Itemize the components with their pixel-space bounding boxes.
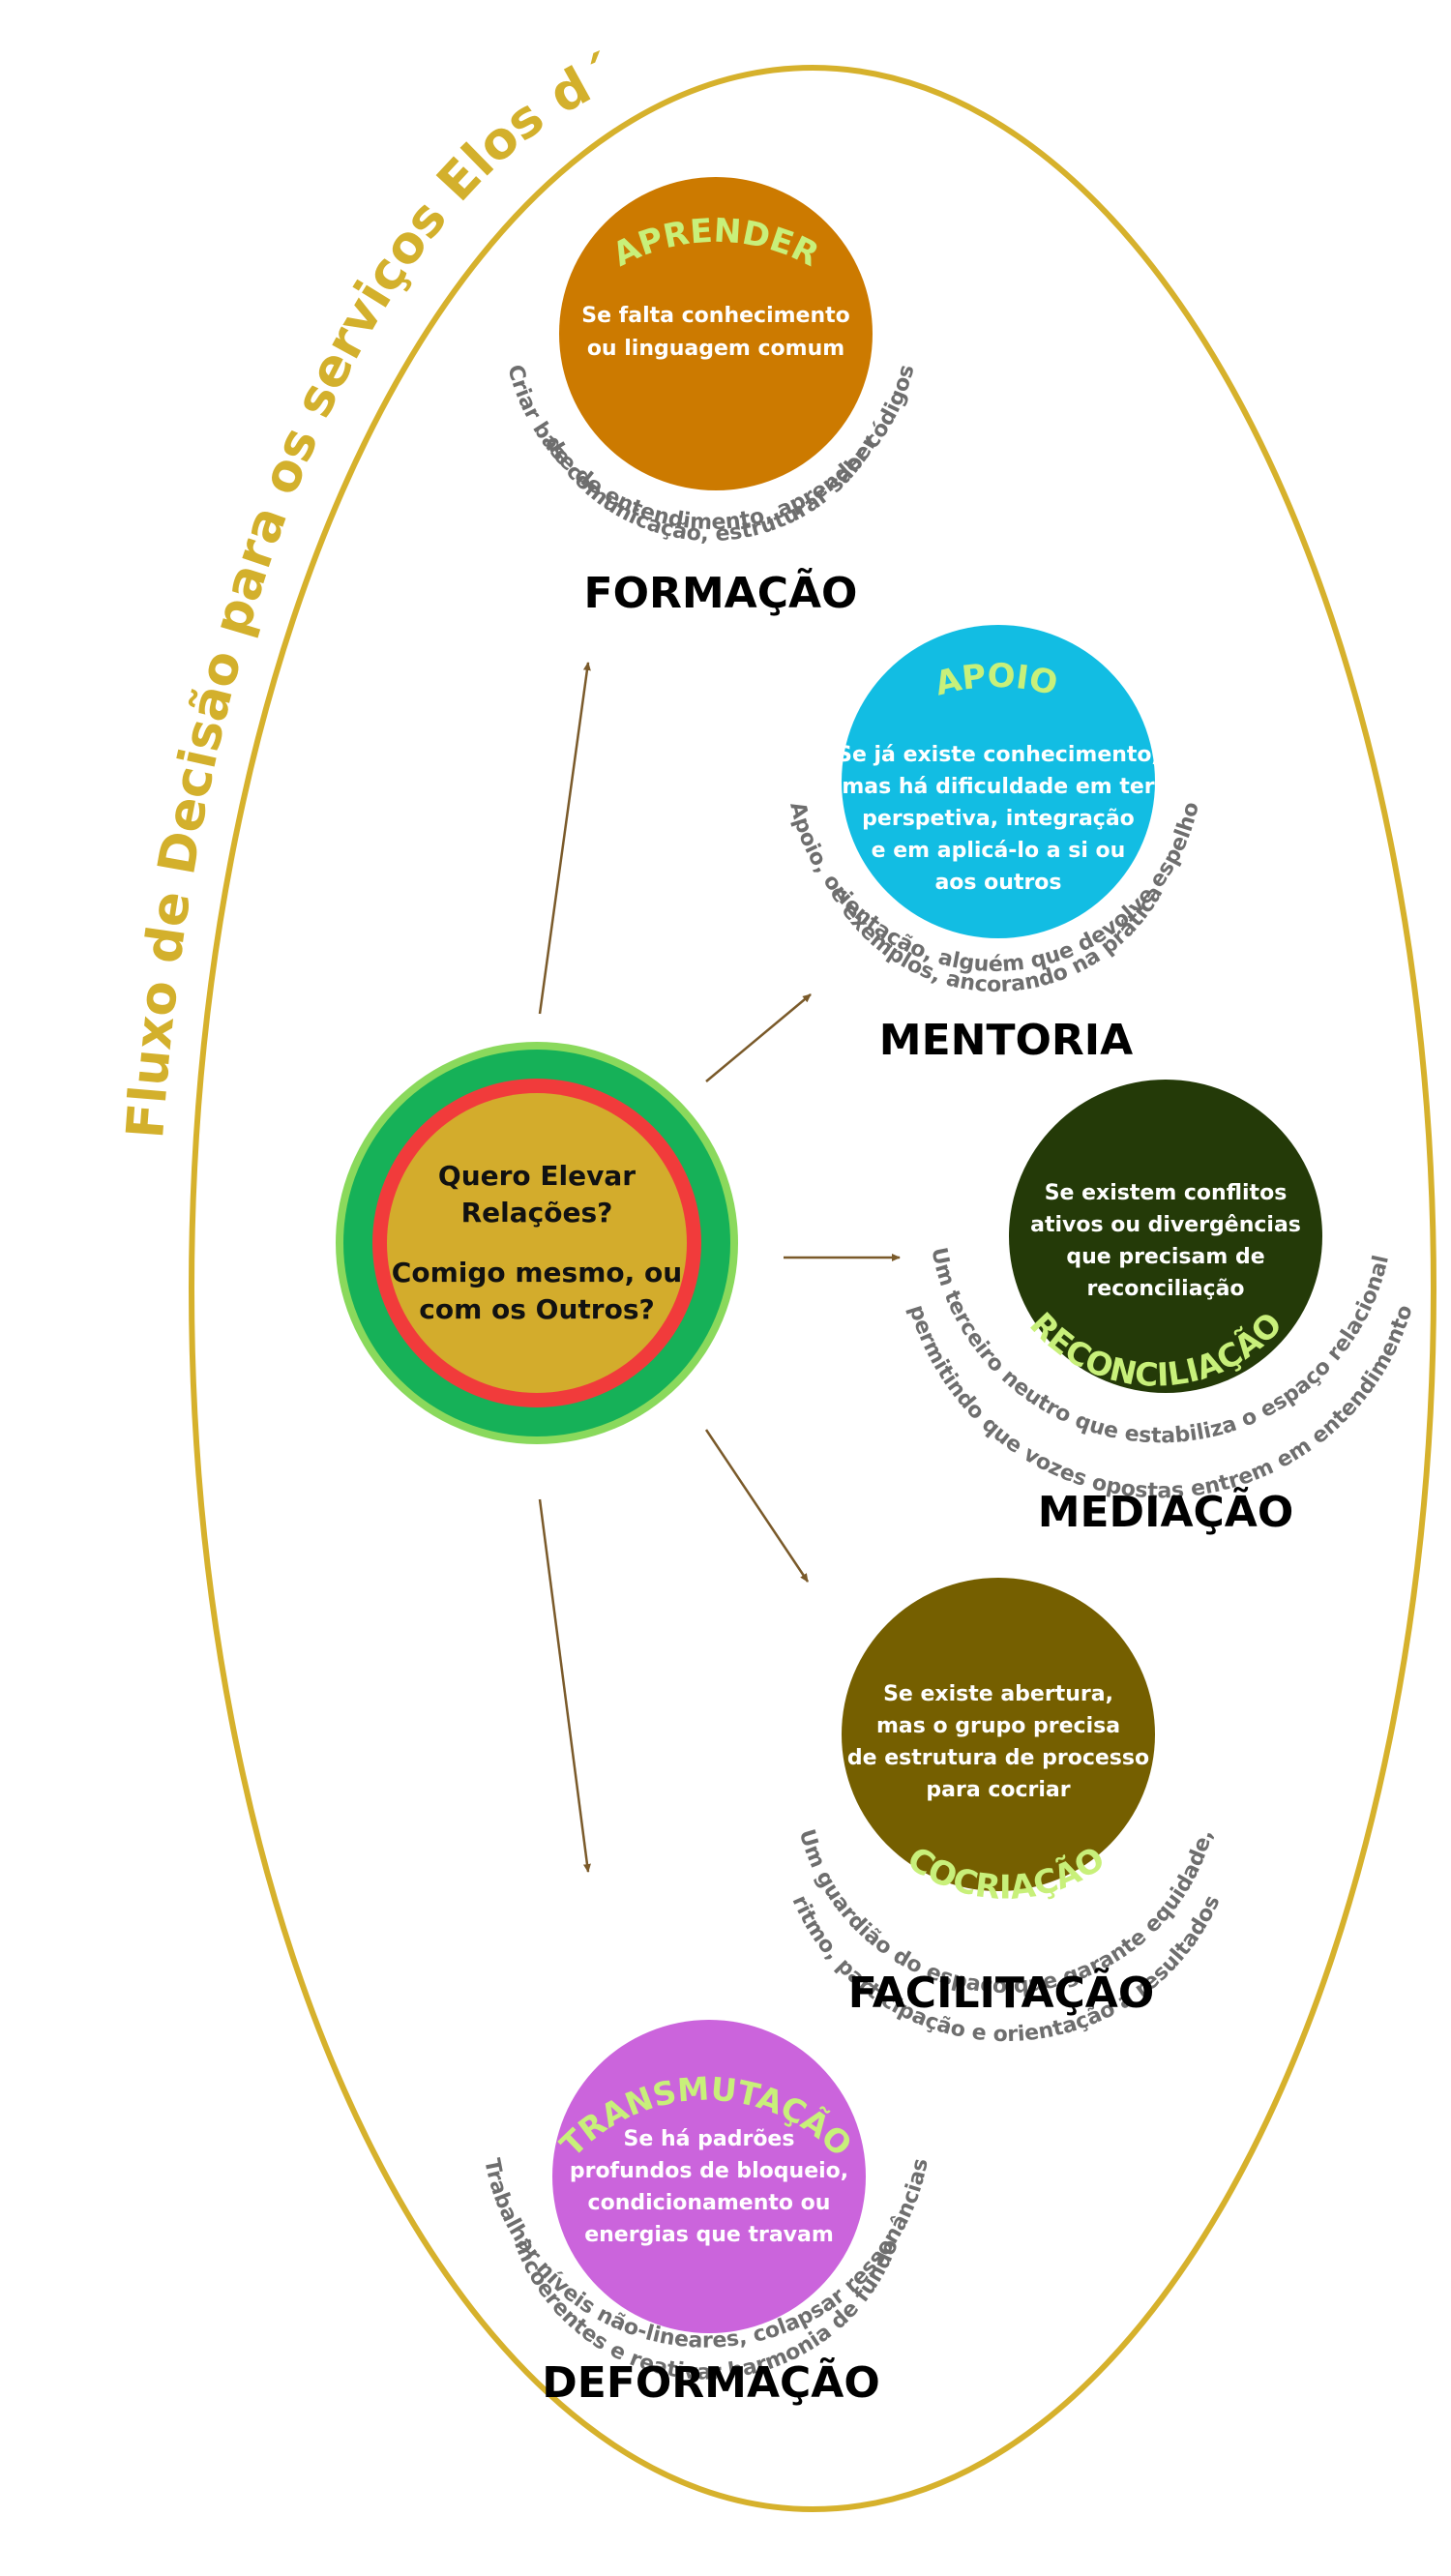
node-line-deformacao: Se há padrões	[624, 2127, 795, 2151]
node-line-deformacao: energias que travam	[584, 2223, 834, 2247]
node-line-mentoria: e em aplicá-lo a si ou	[872, 839, 1126, 863]
node-circle-facilitacao	[842, 1578, 1155, 1891]
node-line-mediacao: ativos ou divergências	[1030, 1213, 1301, 1237]
node-circle-mediacao	[1009, 1080, 1322, 1393]
center-line-3: Comigo mesmo, ou	[392, 1257, 682, 1288]
node-line-facilitacao: Se existe abertura,	[883, 1682, 1113, 1706]
node-line-formacao: ou linguagem comum	[587, 337, 844, 361]
center-line-2: Relações?	[461, 1197, 613, 1229]
center-line-1: Quero Elevar	[438, 1160, 636, 1192]
outer-ellipse	[189, 65, 1436, 2512]
node-circle-deformacao	[552, 2020, 866, 2333]
arrow-to-facilitacao	[704, 1429, 810, 1583]
arrow-to-mentoria	[705, 993, 812, 1082]
node-line-mediacao: reconciliação	[1086, 1277, 1244, 1301]
service-label-mediacao: MEDIAÇÃO	[1038, 1486, 1294, 1537]
center-line-4: com os Outros?	[419, 1293, 654, 1325]
node-line-mediacao: que precisam de	[1066, 1245, 1264, 1269]
node-line-mentoria: Se já existe conhecimento,	[837, 743, 1160, 767]
node-line-facilitacao: mas o grupo precisa	[876, 1714, 1120, 1738]
node-line-mentoria: aos outros	[934, 871, 1061, 895]
arrows	[538, 662, 901, 1873]
center-node: Quero Elevar Relações? Comigo mesmo, ou …	[336, 1042, 738, 1444]
node-line-facilitacao: para cocriar	[926, 1778, 1070, 1802]
arrow-to-deformacao	[538, 1498, 591, 1873]
node-line-mentoria: mas há dificuldade em ter	[842, 775, 1154, 799]
service-label-facilitacao: FACILITAÇÃO	[848, 1967, 1155, 2018]
service-label-deformacao: DEFORMAÇÃO	[542, 2356, 880, 2408]
node-line-mediacao: Se existem conflitos	[1045, 1181, 1288, 1205]
node-line-deformacao: profundos de bloqueio,	[570, 2159, 848, 2183]
service-label-mentoria: MENTORIA	[879, 1016, 1133, 1065]
arrow-to-formacao	[538, 662, 591, 1015]
node-line-formacao: Se falta conhecimento	[581, 304, 850, 328]
node-line-facilitacao: de estrutura de processo	[847, 1746, 1149, 1770]
node-circle-mentoria	[842, 625, 1155, 938]
node-circle-formacao	[559, 177, 873, 490]
node-line-mentoria: perspetiva, integração	[862, 807, 1135, 831]
node-line-deformacao: condicionamento ou	[588, 2191, 831, 2215]
service-label-formacao: FORMAÇÃO	[584, 567, 858, 618]
